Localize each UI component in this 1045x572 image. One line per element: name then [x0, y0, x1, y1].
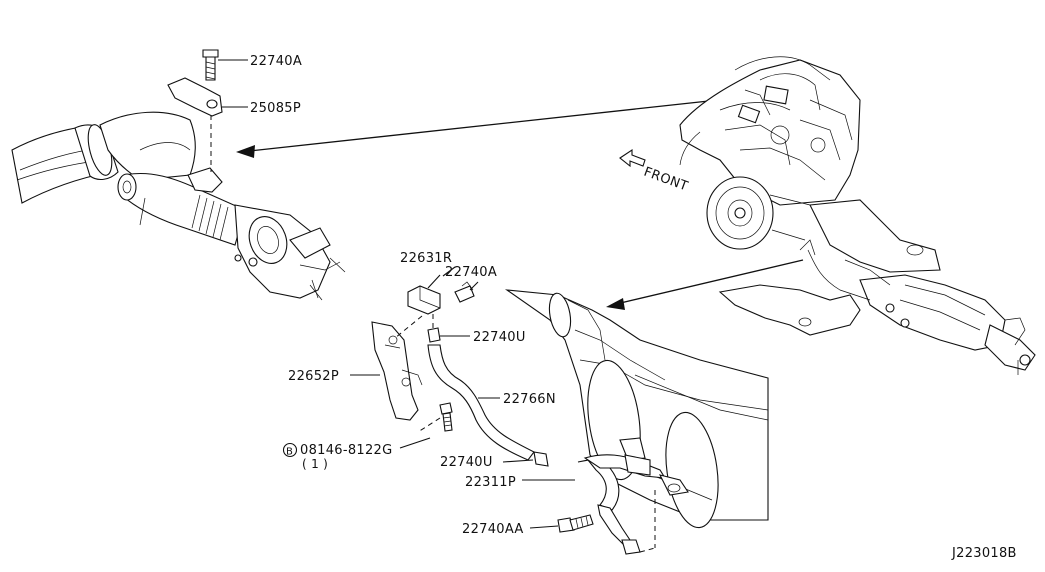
o2-sensor-pipe-22311P [522, 437, 689, 555]
callout-22766N: 22766N [503, 392, 556, 407]
callout-22740AA: 22740AA [462, 522, 524, 537]
bolt-22740AA [529, 514, 594, 533]
callout-22740A-top: 22740A [250, 54, 302, 69]
engine-assembly [679, 56, 861, 250]
bolt-marker: B [282, 442, 298, 458]
callout-22740U-top: 22740U [473, 330, 526, 345]
sensor-22631R [407, 266, 456, 315]
intake-hose-assembly [11, 111, 346, 301]
bracket-25085P [167, 77, 248, 172]
clip-22740U-top [427, 314, 470, 343]
bracket-22652P [350, 315, 441, 433]
catalytic-converter [504, 289, 769, 529]
pointer-arrow-intake [236, 99, 719, 158]
front-label: FRONT [642, 165, 690, 195]
bolt-marker-letter: B [286, 447, 293, 458]
front-indicator: FRONT [619, 148, 690, 195]
diagram-id: J223018B [951, 546, 1017, 561]
hose-22766N [427, 344, 535, 461]
callout-22631R: 22631R [400, 251, 452, 266]
bolt-08146-8122G [399, 402, 453, 449]
callout-22740U-bot: 22740U [440, 455, 493, 470]
callout-22311P: 22311P [465, 475, 516, 490]
clip-22740U-bot [502, 451, 549, 467]
callout-22740A-mid: 22740A [445, 265, 497, 280]
callout-quantity: ( 1 ) [302, 457, 328, 471]
exhaust-assembly-overview [718, 199, 1036, 375]
bolt-22740A-top [202, 49, 248, 81]
callout-25085P: 25085P [250, 101, 301, 116]
callout-08146-8122G: 08146-8122G [300, 443, 393, 458]
pointer-arrow-exhaust [606, 259, 804, 310]
callout-22652P: 22652P [288, 369, 339, 384]
bolt-22740A-mid [454, 281, 479, 303]
